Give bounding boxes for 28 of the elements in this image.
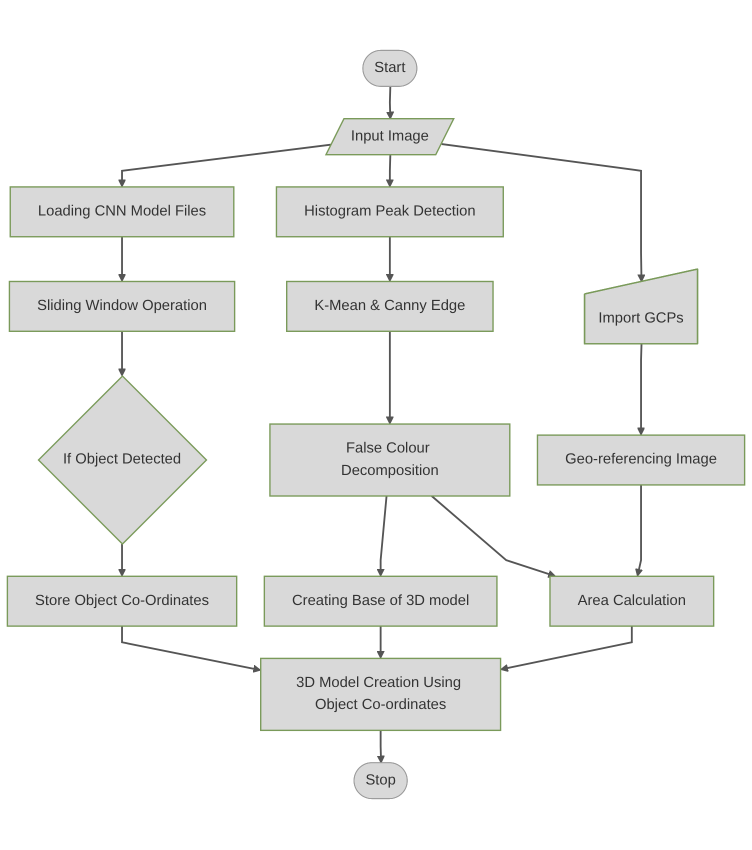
arrow [118, 544, 126, 578]
arrow [118, 144, 332, 188]
node-box: Sliding Window Operation [8, 281, 236, 332]
arrow [118, 332, 126, 377]
arrow [635, 485, 643, 578]
arrow [500, 626, 633, 672]
node-box: Geo-referencing Image [536, 434, 746, 486]
arrow [376, 626, 385, 660]
node-box: Store Object Co-Ordinates [6, 576, 238, 628]
arrow [386, 156, 394, 188]
arrow [442, 144, 646, 283]
node-diamond: If Object Detected [38, 376, 208, 546]
node-box: K-Mean & Canny Edge [286, 281, 494, 332]
arrow [431, 496, 556, 578]
arrow [386, 332, 394, 425]
arrow [386, 237, 394, 282]
arrow [121, 626, 262, 674]
arrow [118, 237, 126, 282]
node-box: Loading CNN Model Files [10, 186, 234, 238]
arrow [376, 730, 385, 764]
node-box: False Colour Decomposition [269, 424, 510, 498]
arrow [636, 344, 646, 436]
node-box: Area Calculation [549, 576, 714, 628]
arrow [376, 496, 388, 578]
node-box: Creating Base of 3D model [264, 576, 498, 628]
node-box: Histogram Peak Detection [276, 186, 504, 238]
arrow [386, 87, 394, 120]
node-box: 3D Model Creation Using Object Co-ordinates [260, 658, 502, 732]
